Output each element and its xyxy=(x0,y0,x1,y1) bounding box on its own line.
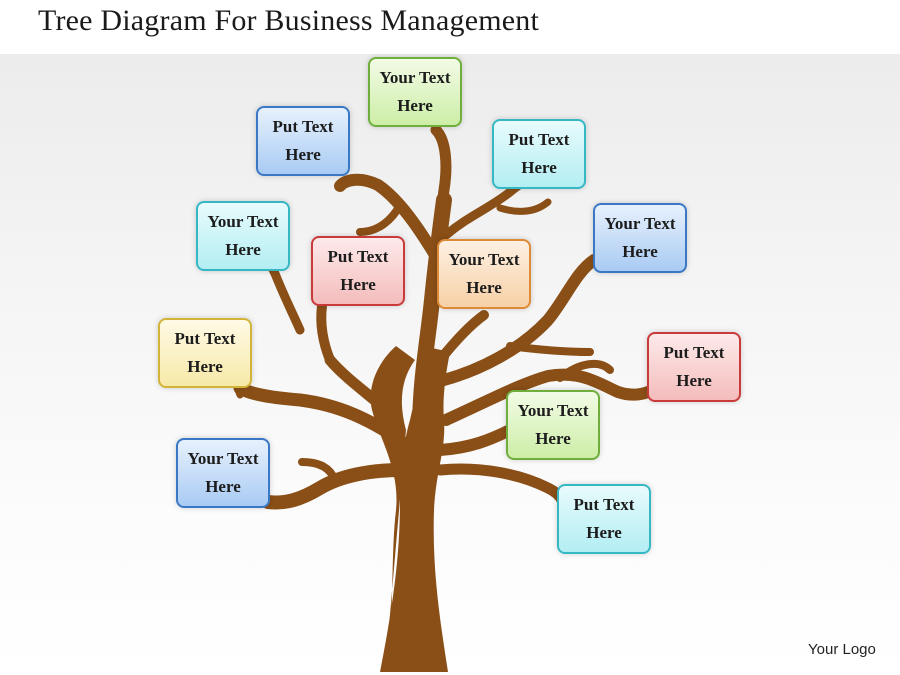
tree-node-top: Your Text Here xyxy=(368,57,462,127)
node-label: Put Text Here xyxy=(509,126,570,182)
tree-node-lower-left: Your Text Here xyxy=(176,438,270,508)
node-label: Your Text Here xyxy=(448,246,519,302)
node-label: Your Text Here xyxy=(207,208,278,264)
node-label: Put Text Here xyxy=(664,339,725,395)
logo-placeholder: Your Logo xyxy=(808,641,876,658)
tree-node-lower-right: Put Text Here xyxy=(557,484,651,554)
tree-node-upper-left: Put Text Here xyxy=(256,106,350,176)
node-label: Your Text Here xyxy=(604,210,675,266)
node-label: Put Text Here xyxy=(328,243,389,299)
tree-node-left: Your Text Here xyxy=(196,201,290,271)
tree-node-lower-center: Your Text Here xyxy=(506,390,600,460)
node-label: Put Text Here xyxy=(175,325,236,381)
tree-node-mid-right: Put Text Here xyxy=(647,332,741,402)
node-label: Your Text Here xyxy=(187,445,258,501)
node-label: Put Text Here xyxy=(574,491,635,547)
tree-node-mid-left: Put Text Here xyxy=(158,318,252,388)
node-label: Your Text Here xyxy=(517,397,588,453)
tree-node-upper-right: Put Text Here xyxy=(492,119,586,189)
node-label: Your Text Here xyxy=(379,64,450,120)
tree-node-center-left: Put Text Here xyxy=(311,236,405,306)
tree-node-center-right: Your Text Here xyxy=(437,239,531,309)
node-label: Put Text Here xyxy=(273,113,334,169)
tree-node-right: Your Text Here xyxy=(593,203,687,273)
